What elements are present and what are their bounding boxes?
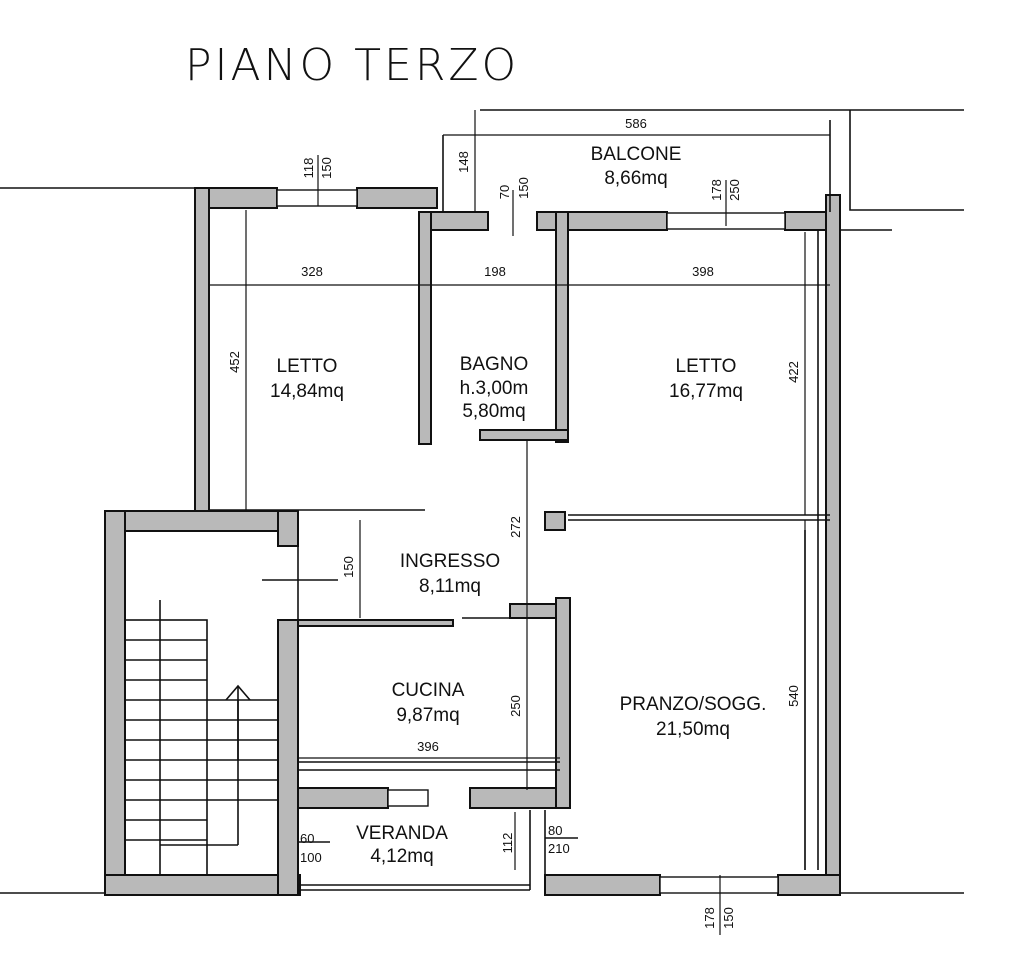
pranzo-name: PRANZO/SOGG. [620, 694, 767, 715]
wall-stair-west [104, 510, 126, 896]
dim-door-balcone-a: 70 [497, 185, 512, 199]
plan-title: PIANO TERZO [185, 40, 519, 91]
dim-cucina-width: 396 [417, 739, 439, 754]
dim-door-balcone-b: 150 [516, 177, 531, 199]
dim-letto-right-width: 398 [692, 264, 714, 279]
dim-win-bottom-a: 178 [702, 907, 717, 929]
dim-veranda-depth: 112 [500, 833, 515, 854]
dim-ingresso-door: 150 [341, 556, 356, 578]
dim-veranda-door-b: 210 [548, 841, 570, 856]
veranda-name: VERANDA [356, 823, 448, 844]
window-letto-left [276, 189, 358, 207]
dim-balcone-depth: 148 [456, 151, 471, 173]
dim-win-balcone-a: 178 [709, 179, 724, 201]
room-labels: BALCONE 8,66mq LETTO 14,84mq BAGNO h.3,0… [270, 144, 766, 867]
dim-pranzo-depth: 540 [786, 685, 801, 707]
ingresso-name: INGRESSO [400, 551, 500, 572]
window-pranzo [659, 876, 779, 894]
wall-east [825, 194, 841, 896]
dim-win-top-left-b: 150 [319, 157, 334, 179]
dim-balcone-width: 586 [625, 116, 647, 131]
dim-letto-left-depth: 452 [227, 351, 242, 373]
wall-stair-south [104, 874, 301, 896]
wall-balcone-left [422, 211, 489, 231]
veranda-area: 4,12mq [370, 846, 433, 867]
cucina-name: CUCINA [392, 680, 465, 701]
neighbour-lines [0, 109, 964, 894]
wall-bagno-east [555, 211, 569, 443]
letto-right-area: 16,77mq [669, 381, 743, 402]
wall-north-left-2 [356, 187, 438, 209]
ingresso-area: 8,11mq [419, 576, 481, 597]
window-cucina [387, 789, 429, 807]
staircase [124, 600, 278, 876]
wall-stair-east [277, 619, 299, 896]
dim-win-balcone-b: 250 [727, 179, 742, 201]
wall-cucina-top [297, 619, 454, 627]
pranzo-area: 21,50mq [656, 719, 730, 740]
wall-pillar [544, 511, 566, 531]
wall-south-pranzo-right [777, 874, 841, 896]
dim-win-bottom-b: 150 [721, 907, 736, 929]
wall-stair-north [104, 510, 296, 532]
dim-cucina-depth: 250 [508, 695, 523, 717]
cucina-area: 9,87mq [396, 705, 459, 726]
wall-veranda-left [297, 787, 389, 809]
bagno-height: h.3,00m [460, 378, 529, 399]
dim-letto-left-width: 328 [301, 264, 323, 279]
dim-bagno-width: 198 [484, 264, 506, 279]
wall-pranzo-west [555, 597, 571, 809]
wall-bagno-south [479, 429, 569, 441]
balcone-area: 8,66mq [604, 168, 667, 189]
partitions [209, 120, 831, 891]
dim-veranda-win-b: 100 [300, 850, 322, 865]
dimension-lines [209, 110, 830, 935]
dim-win-top-left-a: 118 [301, 158, 316, 179]
dim-veranda-door-a: 80 [548, 823, 562, 838]
dim-ingresso-depth: 272 [508, 516, 523, 538]
dimension-labels: 586 148 118 150 70 150 178 250 328 198 3… [227, 116, 801, 929]
bagno-name: BAGNO [460, 354, 529, 375]
dim-letto-right-depth: 422 [786, 361, 801, 383]
wall-stair-east-top [277, 510, 299, 547]
bagno-area: 5,80mq [462, 401, 525, 422]
wall-south-pranzo-left [544, 874, 661, 896]
letto-right-name: LETTO [676, 356, 737, 377]
wall-bagno-west [418, 211, 432, 445]
wall-west-bedroom [194, 187, 210, 514]
letto-left-name: LETTO [277, 356, 338, 377]
dim-veranda-win-a: 60 [300, 831, 314, 846]
walls [104, 187, 841, 896]
letto-left-area: 14,84mq [270, 381, 344, 402]
balcone-name: BALCONE [591, 144, 682, 165]
